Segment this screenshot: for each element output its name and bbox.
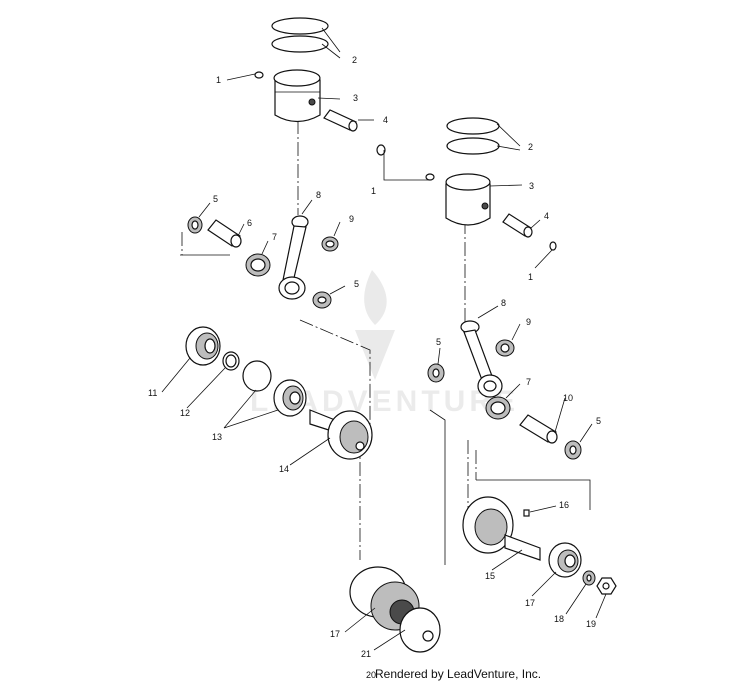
callout-4: 4 xyxy=(544,211,549,221)
callout-10: 10 xyxy=(563,393,573,403)
leader-lines xyxy=(161,27,607,651)
callout-1: 1 xyxy=(216,75,221,85)
piston-rings-right xyxy=(446,117,500,155)
callout-2: 2 xyxy=(352,55,357,65)
crankshaft-half-left xyxy=(309,409,373,460)
thrust-washer-right-1 xyxy=(427,363,445,383)
snap-ring-left xyxy=(242,360,272,392)
needle-bearing-right-big xyxy=(485,396,511,420)
callout-8: 8 xyxy=(316,190,321,200)
thrust-washer-left-2 xyxy=(312,291,332,309)
callout-7: 7 xyxy=(272,232,277,242)
thrust-washer-right-2 xyxy=(564,440,582,460)
washer-right xyxy=(582,570,596,586)
woodruff-key xyxy=(523,509,530,517)
callout-19: 19 xyxy=(586,619,596,629)
callout-5: 5 xyxy=(596,416,601,426)
callout-11: 11 xyxy=(148,388,157,398)
callout-6: 6 xyxy=(247,218,252,228)
callout-5: 5 xyxy=(354,279,359,289)
needle-bearing-right-small xyxy=(495,339,515,357)
callout-1: 1 xyxy=(528,272,533,282)
callout-4: 4 xyxy=(383,115,388,125)
crankshaft-center-assembly xyxy=(349,566,441,653)
callout-5: 5 xyxy=(213,194,218,204)
callout-16: 16 xyxy=(559,500,569,510)
callout-13: 13 xyxy=(212,432,222,442)
piston-left xyxy=(273,69,321,123)
seal-left xyxy=(222,351,240,371)
circlip-left-2 xyxy=(376,144,386,156)
crankshaft-half-right xyxy=(462,496,541,561)
piston-right xyxy=(445,173,491,226)
watermark-logo xyxy=(355,270,395,380)
callout-7: 7 xyxy=(526,377,531,387)
crank-pin-left xyxy=(207,219,242,248)
callout-9: 9 xyxy=(349,214,354,224)
callout-12: 12 xyxy=(180,408,190,418)
circlip-right-2 xyxy=(549,241,557,251)
footer-credit: Rendered by LeadVenture, Inc. xyxy=(375,667,542,681)
callout-5: 5 xyxy=(436,337,441,347)
main-bearing-left-2 xyxy=(273,379,307,417)
callout-3: 3 xyxy=(529,181,534,191)
circlip-left xyxy=(254,71,264,79)
callout-2: 2 xyxy=(528,142,533,152)
needle-bearing-left-big xyxy=(245,253,271,277)
needle-bearing-left-small xyxy=(321,236,339,252)
callout-15: 15 xyxy=(485,571,495,581)
wrist-pin-right xyxy=(502,213,533,238)
callout-17: 17 xyxy=(525,598,535,608)
callout-3: 3 xyxy=(353,93,358,103)
callout-8: 8 xyxy=(501,298,506,308)
wrist-pin-left xyxy=(323,109,358,132)
callout-18: 18 xyxy=(554,614,564,624)
main-bearing-right xyxy=(548,542,582,578)
callout-labels: 1 2 3 4 1 5 6 7 8 9 5 11 12 13 14 2 3 4 … xyxy=(148,55,601,680)
circlip-right xyxy=(425,173,435,181)
callout-1: 1 xyxy=(371,186,376,196)
connecting-rod-left xyxy=(278,215,309,300)
callout-21: 21 xyxy=(361,649,371,659)
nut-right xyxy=(596,577,617,595)
centerlines xyxy=(180,120,591,565)
callout-14: 14 xyxy=(279,464,289,474)
connecting-rod-right xyxy=(460,320,503,398)
main-bearing-left xyxy=(185,326,221,366)
piston-rings-left xyxy=(271,17,329,53)
crank-pin-right xyxy=(519,414,558,444)
thrust-washer-left-1 xyxy=(187,216,203,234)
callout-17: 17 xyxy=(330,629,340,639)
callout-20: 20 xyxy=(366,670,376,680)
callout-9: 9 xyxy=(526,317,531,327)
